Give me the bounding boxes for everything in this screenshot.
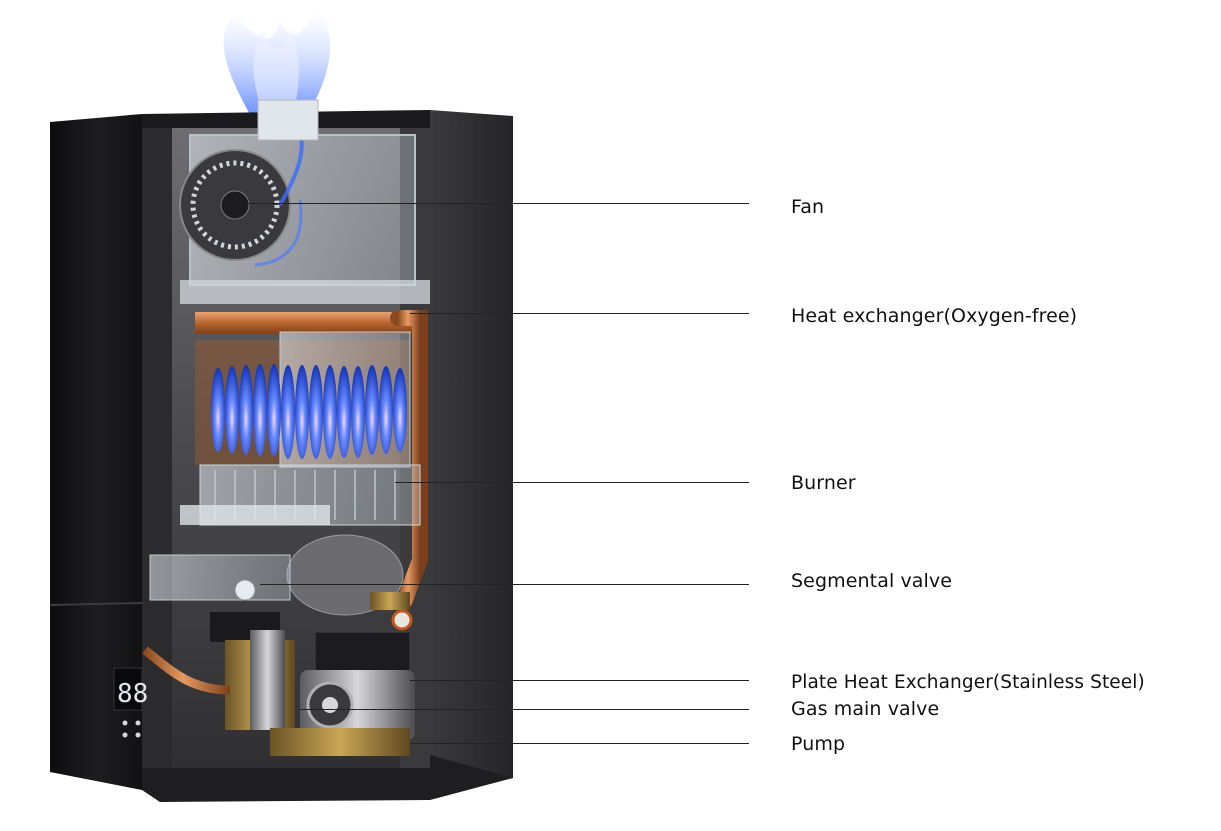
- fan-assembly: [179, 99, 430, 304]
- exhaust-plume: [223, 10, 331, 118]
- lower-components: [142, 612, 415, 756]
- label-pump: Pump: [791, 733, 846, 755]
- leader-line-fan: [238, 203, 749, 205]
- display-readout: 88: [117, 679, 148, 709]
- label-gas-main-valve: Gas main valve: [791, 698, 940, 720]
- label-plate-heat-exchanger: Plate Heat Exchanger(Stainless Steel): [791, 672, 1145, 693]
- leader-line-plate-heat-exchanger: [410, 680, 749, 682]
- leader-line-pump: [410, 743, 749, 745]
- burner-manifold: [180, 464, 421, 526]
- control-display: 88: [113, 667, 148, 738]
- leader-line-heat-exchanger: [410, 313, 749, 315]
- casing-right-panel: [430, 110, 513, 790]
- label-heat-exchanger: Heat exchanger(Oxygen-free): [791, 305, 1078, 327]
- label-segmental-valve: Segmental valve: [791, 570, 953, 592]
- label-fan: Fan: [791, 196, 825, 218]
- label-burner: Burner: [791, 472, 856, 494]
- leader-line-burner: [395, 482, 749, 484]
- casing-front-panel: [50, 114, 142, 790]
- leader-line-segmental-valve: [260, 584, 749, 586]
- leader-line-gas-main-valve: [300, 709, 749, 711]
- burner-flames: [211, 364, 407, 459]
- segmental-valve: [149, 554, 413, 631]
